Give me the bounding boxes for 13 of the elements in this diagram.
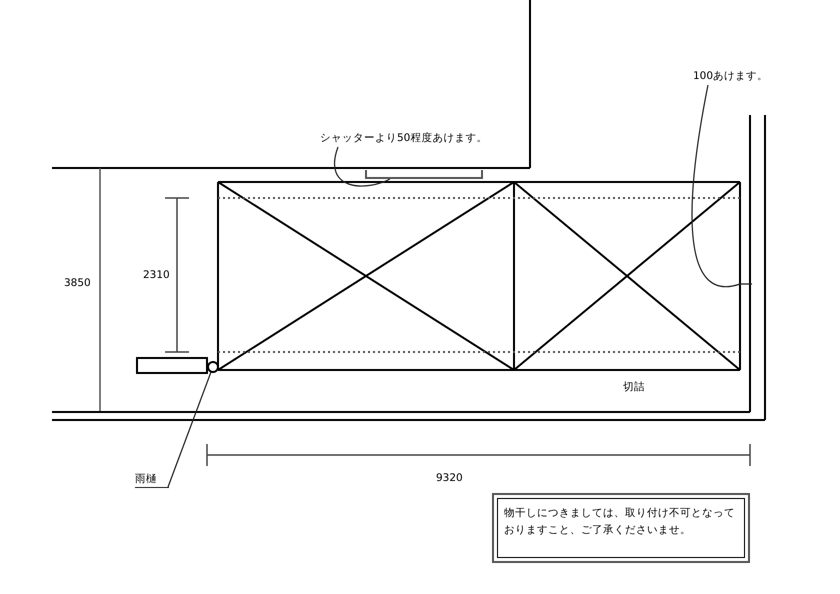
leader-line (334, 146, 390, 187)
dimension-label: 2310 (143, 268, 170, 282)
leader-line (167, 372, 212, 488)
note-box: 物干しにつきましては、取り付け不可となっておりますこと、ご了承くださいませ。 (492, 493, 750, 563)
callout-text: 雨樋 (135, 472, 169, 488)
gutter-circle (207, 361, 219, 373)
callout-text: 100あけます。 (693, 69, 777, 85)
shutter-box (365, 170, 483, 179)
dimension-label: 3850 (64, 276, 91, 290)
note-label: 切詰 (623, 380, 645, 394)
leader-line (691, 84, 752, 288)
dimension-label: 9320 (436, 471, 463, 485)
callout-text: シャッターより50程度あけます。 (320, 131, 502, 147)
